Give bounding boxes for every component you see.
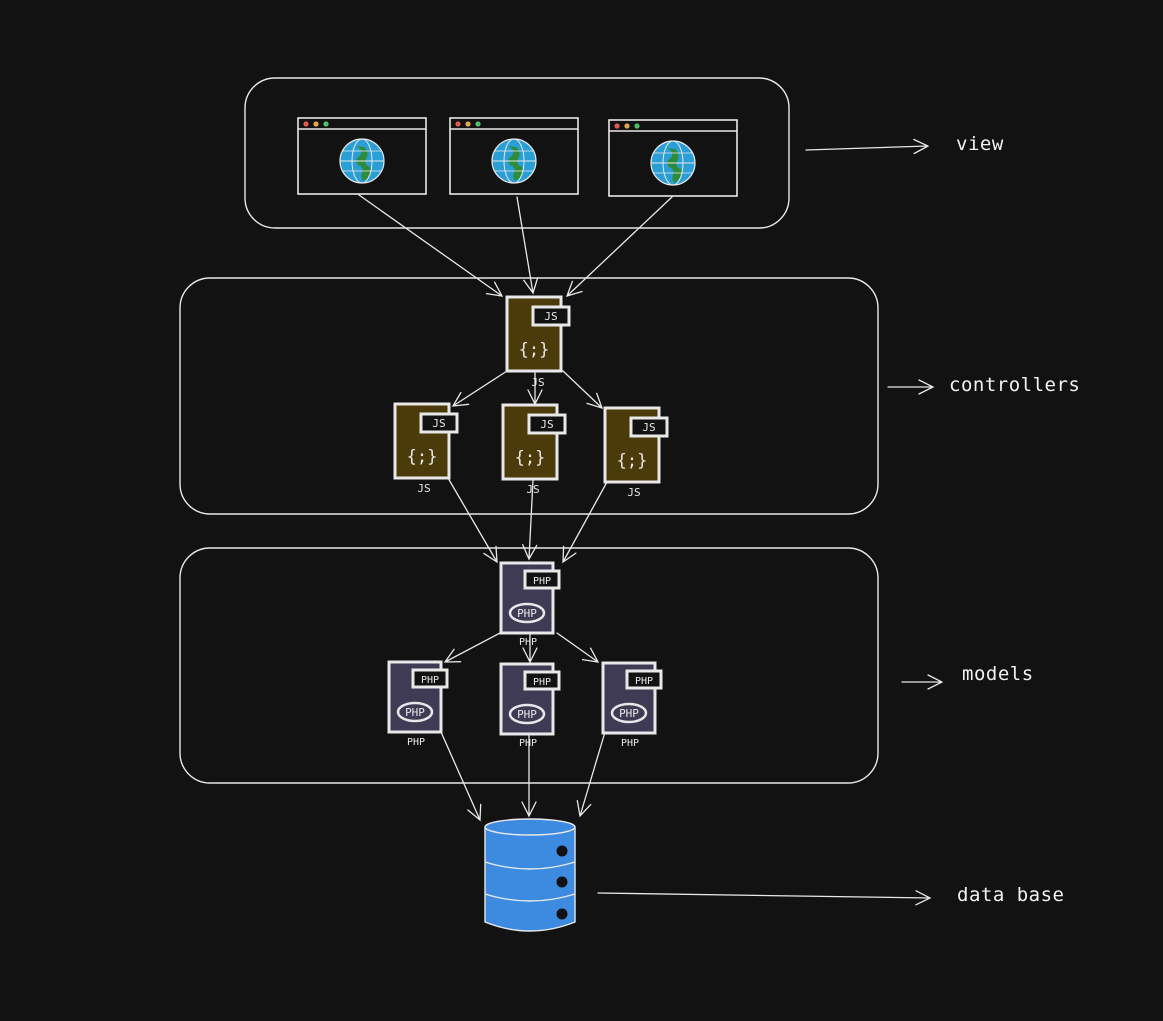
js-caption: JS	[531, 376, 544, 389]
php-caption: PHP	[621, 738, 639, 749]
connector-arrow	[451, 370, 508, 407]
layer-label-view: view	[956, 133, 1004, 155]
js-file-3: JS JS	[603, 406, 669, 499]
connector-arrow	[597, 890, 932, 906]
connector-arrow	[527, 372, 543, 406]
layer-label-controllers: controllers	[949, 374, 1081, 396]
php-badge: PHP	[635, 676, 653, 687]
php-file-2: PHP PHP PHP	[499, 662, 561, 749]
js-badge: JS	[642, 421, 655, 434]
js-file-2: JS JS	[501, 403, 567, 496]
connector-arrow	[522, 634, 538, 664]
js-file-main: JS JS	[505, 295, 571, 389]
connector-arrows	[358, 138, 944, 906]
php-file-3: PHP PHP PHP	[601, 661, 663, 749]
connector-arrow	[901, 674, 944, 690]
php-badge: PHP	[421, 675, 439, 686]
connector-arrow	[516, 196, 539, 295]
connector-arrow	[522, 479, 538, 561]
php-badge: PHP	[533, 677, 551, 688]
browser-window-2	[449, 117, 579, 195]
browser-window-3	[608, 119, 738, 197]
connector-arrow	[565, 196, 673, 297]
js-caption: JS	[417, 482, 430, 495]
php-caption: PHP	[407, 737, 425, 748]
connector-arrow	[562, 370, 604, 410]
php-logo: PHP	[405, 706, 425, 719]
php-caption: PHP	[519, 637, 537, 648]
php-logo: PHP	[517, 607, 537, 620]
connector-arrow	[358, 194, 504, 297]
connector-arrow	[443, 632, 501, 663]
php-logo: PHP	[619, 707, 639, 720]
js-caption: JS	[627, 486, 640, 499]
js-file-1: JS JS	[393, 402, 459, 495]
view-group-box	[244, 77, 790, 229]
connector-arrow	[556, 632, 600, 663]
connector-arrow	[440, 731, 482, 822]
php-file-main: PHP PHP PHP	[499, 561, 561, 648]
layer-label-database: data base	[957, 884, 1065, 906]
connector-arrow	[521, 734, 537, 818]
js-badge: JS	[432, 417, 445, 430]
connector-arrow	[805, 138, 930, 155]
php-file-1: PHP PHP PHP	[387, 660, 449, 748]
js-badge: JS	[544, 310, 557, 323]
php-badge: PHP	[533, 576, 551, 587]
php-caption: PHP	[519, 738, 537, 749]
browser-window-1	[297, 117, 427, 195]
connector-arrow	[887, 379, 935, 395]
connector-arrow	[562, 481, 608, 564]
controllers-group-box	[179, 277, 879, 515]
connector-arrow	[447, 477, 498, 564]
connector-arrow	[576, 731, 606, 818]
php-logo: PHP	[517, 708, 537, 721]
js-badge: JS	[540, 418, 553, 431]
database-icon	[484, 818, 576, 932]
layer-label-models: models	[962, 663, 1034, 685]
